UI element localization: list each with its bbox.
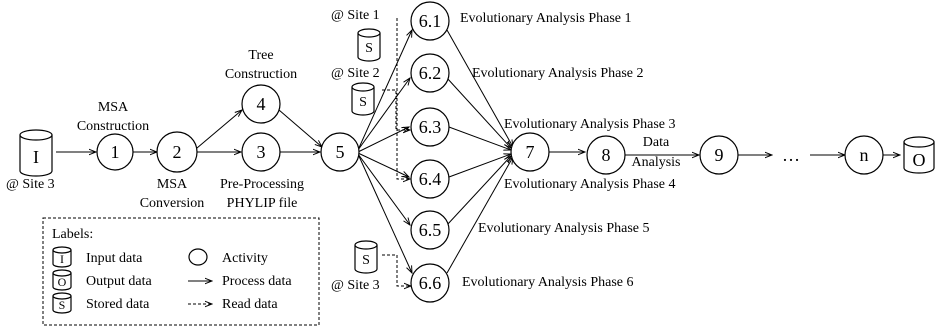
edge-4-to-5 (278, 109, 322, 147)
edge-2-to-4 (196, 110, 242, 149)
legend-read-data: Read data (222, 297, 278, 312)
phase6-label: Evolutionary Analysis Phase 6 (462, 275, 634, 290)
activity-6.3-label: 6.3 (419, 117, 442, 137)
site1-label: @ Site 1 (331, 8, 380, 23)
msa-construction-label-line2: Construction (77, 119, 149, 134)
preprocessing-label-line1: Pre-Processing (220, 177, 304, 192)
activity-7: 7 (510, 132, 550, 172)
legend-process-data: Process data (222, 274, 292, 289)
msa-conversion-label-line2: Conversion (140, 196, 205, 211)
activity-n-label: n (860, 145, 869, 165)
activity-6.5: 6.5 (410, 210, 450, 250)
activity-6.4-label: 6.4 (419, 169, 442, 189)
phase2-label: Evolutionary Analysis Phase 2 (472, 66, 644, 81)
legend-box (42, 217, 320, 326)
edge-5-to-6.6 (357, 153, 412, 273)
phase4-label: Evolutionary Analysis Phase 4 (504, 177, 676, 192)
data-analysis-label-line2: Analysis (632, 155, 681, 170)
activity-6.2: 6.2 (410, 53, 450, 93)
activity-n: n (844, 135, 884, 175)
tree-construction-label-line2: Construction (225, 67, 297, 82)
stored-site3-label: S (362, 253, 370, 268)
activity-6.2-label: 6.2 (419, 63, 442, 83)
tree-construction-label-line1: Tree (248, 48, 273, 63)
msa-construction-label-line1: MSA (98, 100, 129, 115)
legend-output-data: Output data (86, 274, 152, 289)
legend-stored-symbol: S (52, 292, 72, 314)
activity-4-label: 4 (257, 94, 266, 114)
activity-6.4: 6.4 (410, 159, 450, 199)
ellipsis: … (782, 145, 800, 165)
legend-stored-symbol-label: S (59, 298, 66, 312)
read-site2-line (382, 89, 410, 130)
activity-8-label: 8 (602, 145, 611, 165)
input-data-store: I (19, 129, 53, 177)
activity-6.5-label: 6.5 (419, 220, 442, 240)
input-store-label: I (33, 147, 39, 167)
edge-6.3-to-7 (448, 126, 511, 150)
output-data-store: O (903, 136, 935, 174)
activity-6.6-label: 6.6 (419, 273, 442, 293)
read-site1-line (396, 18, 410, 179)
edge-6.1-to-7 (446, 29, 513, 147)
edge-6.5-to-7 (446, 156, 511, 226)
activity-9: 9 (699, 135, 739, 175)
preprocessing-label-line2: PHYLIP file (227, 196, 298, 211)
annotations: @ Site 3 MSA Construction MSA Conversion… (6, 8, 800, 293)
activity-6.1-label: 6.1 (419, 11, 442, 31)
stored-data-site3: S (354, 240, 378, 274)
msa-conversion-label-line1: MSA (157, 177, 188, 192)
activity-5-label: 5 (336, 142, 345, 162)
legend: Labels: I Input data O Output data S Sto… (42, 217, 320, 326)
legend-title: Labels: (52, 227, 93, 242)
legend-output-symbol-label: O (58, 275, 67, 289)
edge-5-to-6.5 (357, 153, 410, 225)
edge-6.6-to-7 (446, 157, 513, 274)
activity-9-label: 9 (715, 145, 724, 165)
stored-data-site1: S (357, 28, 381, 62)
site3-input-label: @ Site 3 (6, 177, 55, 192)
activity-3-label: 3 (257, 142, 266, 162)
edges (56, 18, 900, 286)
activity-1: 1 (96, 133, 134, 171)
legend-stored-data: Stored data (86, 297, 150, 312)
activity-3: 3 (241, 132, 281, 172)
edge-6.4-to-7 (448, 154, 511, 178)
legend-activity: Activity (222, 251, 268, 266)
data-analysis-label-line1: Data (643, 135, 670, 150)
read-site3-line (382, 254, 411, 286)
activity-2-label: 2 (173, 142, 182, 162)
site3-stored-label: @ Site 3 (331, 278, 380, 293)
output-store-label: O (913, 150, 926, 170)
stored-site1-label: S (365, 41, 373, 56)
activity-2: 2 (156, 131, 198, 173)
edge-6.2-to-7 (446, 77, 511, 148)
stored-site2-label: S (359, 95, 367, 110)
phase3-label: Evolutionary Analysis Phase 3 (504, 117, 676, 132)
legend-input-data: Input data (86, 251, 143, 266)
activity-5: 5 (320, 132, 360, 172)
stored-data-site2: S (351, 82, 375, 116)
activity-6.6: 6.6 (410, 263, 450, 303)
legend-output-symbol: O (52, 269, 72, 291)
legend-input-symbol-label: I (60, 252, 64, 266)
activity-6.3: 6.3 (410, 107, 450, 147)
activity-4: 4 (241, 84, 281, 124)
phase1-label: Evolutionary Analysis Phase 1 (460, 11, 632, 26)
edge-5-to-6.3 (357, 127, 409, 153)
edge-5-to-6.2 (357, 78, 410, 151)
activity-6.1: 6.1 (410, 1, 450, 41)
site2-label: @ Site 2 (331, 66, 380, 81)
legend-activity-symbol (188, 248, 208, 266)
activity-7-label: 7 (526, 142, 535, 162)
edge-5-to-6.4 (357, 152, 409, 177)
phase5-label: Evolutionary Analysis Phase 5 (478, 221, 650, 236)
activity-1-label: 1 (111, 142, 120, 162)
legend-input-symbol: I (52, 246, 72, 268)
activity-8: 8 (586, 135, 626, 175)
